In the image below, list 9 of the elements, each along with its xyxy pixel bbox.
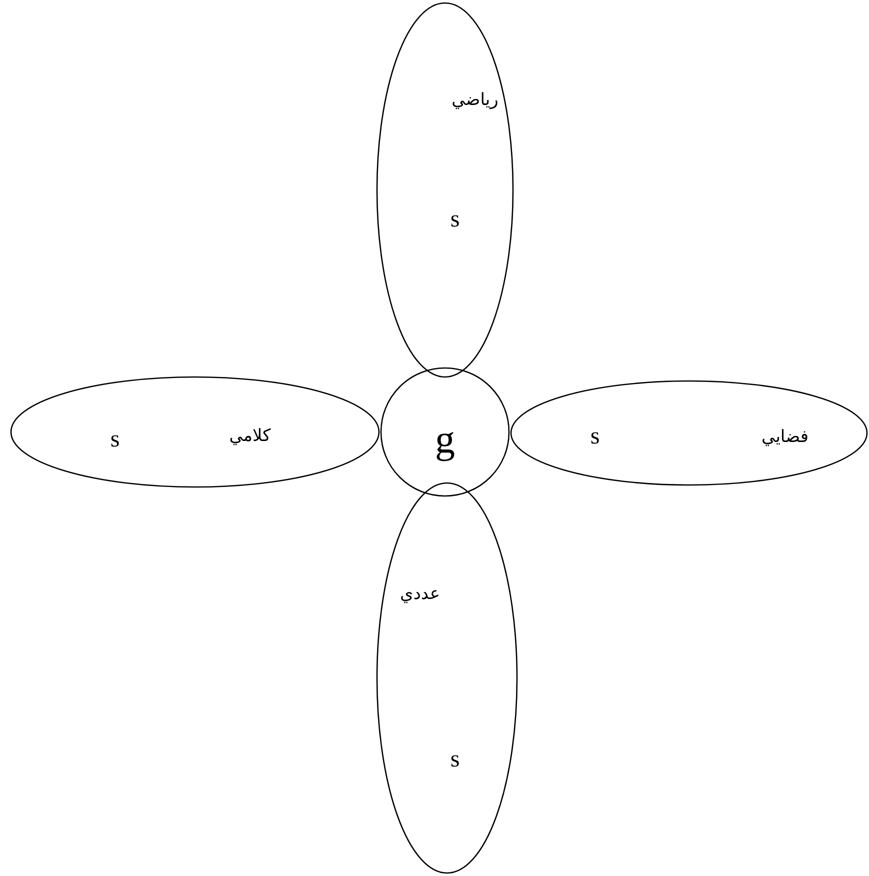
- node-label: s: [590, 424, 600, 450]
- node-label: s: [450, 206, 460, 234]
- node-label: s: [450, 746, 460, 774]
- node-label: عددي: [400, 584, 440, 604]
- node-label: كلامي: [229, 426, 271, 446]
- node-label: فضايي: [762, 427, 808, 447]
- node-label: رياضي: [452, 90, 498, 110]
- node-label: s: [110, 426, 120, 454]
- node-label: g: [435, 416, 455, 462]
